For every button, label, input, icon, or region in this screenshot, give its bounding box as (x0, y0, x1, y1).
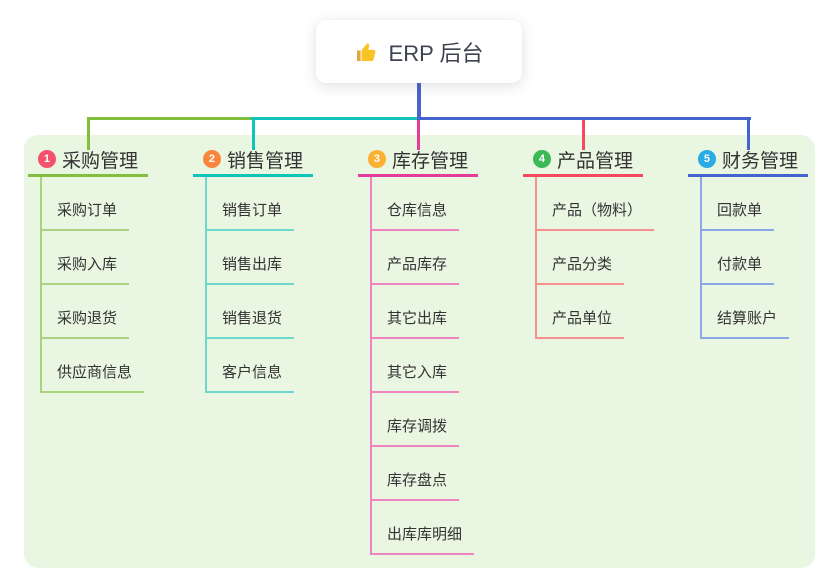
child-node-label: 客户信息 (222, 364, 283, 381)
connector-line (87, 117, 253, 120)
child-node[interactable]: 结算账户 (700, 285, 790, 339)
connector-line (747, 117, 750, 150)
branch-node-label: 财务管理 (721, 150, 798, 172)
child-node-label: 其它出库 (387, 310, 448, 327)
child-node[interactable]: 供应商信息 (40, 339, 145, 393)
branch-children: 回款单付款单结算账户 (700, 177, 790, 339)
branch-column-1: 1 采购管理采购订单采购入库采购退货供应商信息 (28, 148, 148, 393)
connector-line (417, 120, 420, 150)
child-node[interactable]: 采购退货 (40, 285, 130, 339)
branch-number-badge: 4 (532, 150, 551, 168)
child-node-label: 仓库信息 (387, 202, 448, 219)
child-node[interactable]: 产品分类 (535, 231, 625, 285)
branch-node-label: 库存管理 (391, 150, 468, 172)
child-node[interactable]: 库存盘点 (370, 447, 460, 501)
branch-node-5[interactable]: 5 财务管理 (688, 148, 808, 177)
child-node-label: 回款单 (717, 202, 763, 219)
branch-node-4[interactable]: 4 产品管理 (523, 148, 643, 177)
branch-children: 仓库信息产品库存其它出库其它入库库存调拨库存盘点出库库明细 (370, 177, 475, 555)
child-node-label: 产品（物料） (552, 202, 643, 219)
branch-spine-line (370, 177, 372, 555)
child-node[interactable]: 采购订单 (40, 177, 130, 231)
child-node-label: 采购入库 (57, 256, 118, 273)
child-node[interactable]: 其它出库 (370, 285, 460, 339)
branch-spine-line (40, 177, 42, 393)
connector-line (251, 117, 418, 120)
branch-children: 产品（物料） 产品分类产品单位 (535, 177, 655, 339)
child-node-label: 其它入库 (387, 364, 448, 381)
connector-line (582, 120, 585, 150)
branch-node-2[interactable]: 2 销售管理 (193, 148, 313, 177)
child-node-label: 销售出库 (222, 256, 283, 273)
child-node-label: 付款单 (717, 256, 763, 273)
branch-column-4: 4 产品管理产品（物料） 产品分类产品单位 (523, 148, 655, 339)
child-node[interactable]: 产品库存 (370, 231, 460, 285)
branch-number-badge: 5 (697, 150, 716, 168)
branch-children: 采购订单采购入库采购退货供应商信息 (40, 177, 145, 393)
connector-line (417, 117, 751, 120)
child-node[interactable]: 仓库信息 (370, 177, 460, 231)
child-node[interactable]: 采购入库 (40, 231, 130, 285)
branch-number-badge: 3 (367, 150, 386, 168)
child-node-label: 库存盘点 (387, 472, 448, 489)
branch-number-badge: 1 (37, 150, 56, 168)
child-node[interactable]: 付款单 (700, 231, 775, 285)
branch-number-badge: 2 (202, 150, 221, 168)
thumbs-up-icon (355, 40, 379, 64)
child-node[interactable]: 销售退货 (205, 285, 295, 339)
child-node[interactable]: 产品（物料） (535, 177, 655, 231)
child-node-label: 供应商信息 (57, 364, 133, 381)
branch-group-panel (24, 135, 815, 568)
root-node-label: ERP 后台 (388, 40, 484, 66)
branch-node-label: 产品管理 (556, 150, 633, 172)
child-node-label: 产品单位 (552, 310, 613, 327)
branch-spine-line (205, 177, 207, 393)
branch-spine-line (700, 177, 702, 339)
connector-line (87, 117, 90, 150)
child-node[interactable]: 客户信息 (205, 339, 295, 393)
connector-line (252, 117, 255, 150)
branch-children: 销售订单销售出库销售退货客户信息 (205, 177, 295, 393)
branch-column-2: 2 销售管理销售订单销售出库销售退货客户信息 (193, 148, 313, 393)
child-node[interactable]: 产品单位 (535, 285, 625, 339)
branch-spine-line (535, 177, 537, 339)
branch-node-3[interactable]: 3 库存管理 (358, 148, 478, 177)
child-node-label: 产品库存 (387, 256, 448, 273)
child-node-label: 结算账户 (717, 310, 778, 327)
child-node[interactable]: 出库库明细 (370, 501, 475, 555)
branch-node-1[interactable]: 1 采购管理 (28, 148, 148, 177)
child-node[interactable]: 其它入库 (370, 339, 460, 393)
child-node-label: 销售退货 (222, 310, 283, 327)
branch-node-label: 销售管理 (226, 150, 303, 172)
child-node-label: 库存调拨 (387, 418, 448, 435)
branch-column-5: 5 财务管理回款单付款单结算账户 (688, 148, 808, 339)
child-node-label: 产品分类 (552, 256, 613, 273)
child-node[interactable]: 库存调拨 (370, 393, 460, 447)
child-node[interactable]: 回款单 (700, 177, 775, 231)
child-node[interactable]: 销售出库 (205, 231, 295, 285)
branch-column-3: 3 库存管理仓库信息产品库存其它出库其它入库库存调拨库存盘点出库库明细 (358, 148, 478, 555)
root-node[interactable]: ERP 后台 (316, 20, 522, 83)
child-node-label: 采购订单 (57, 202, 118, 219)
branch-node-label: 采购管理 (61, 150, 138, 172)
child-node-label: 采购退货 (57, 310, 118, 327)
child-node-label: 出库库明细 (387, 526, 463, 543)
child-node-label: 销售订单 (222, 202, 283, 219)
child-node[interactable]: 销售订单 (205, 177, 295, 231)
connector-line (417, 83, 421, 117)
